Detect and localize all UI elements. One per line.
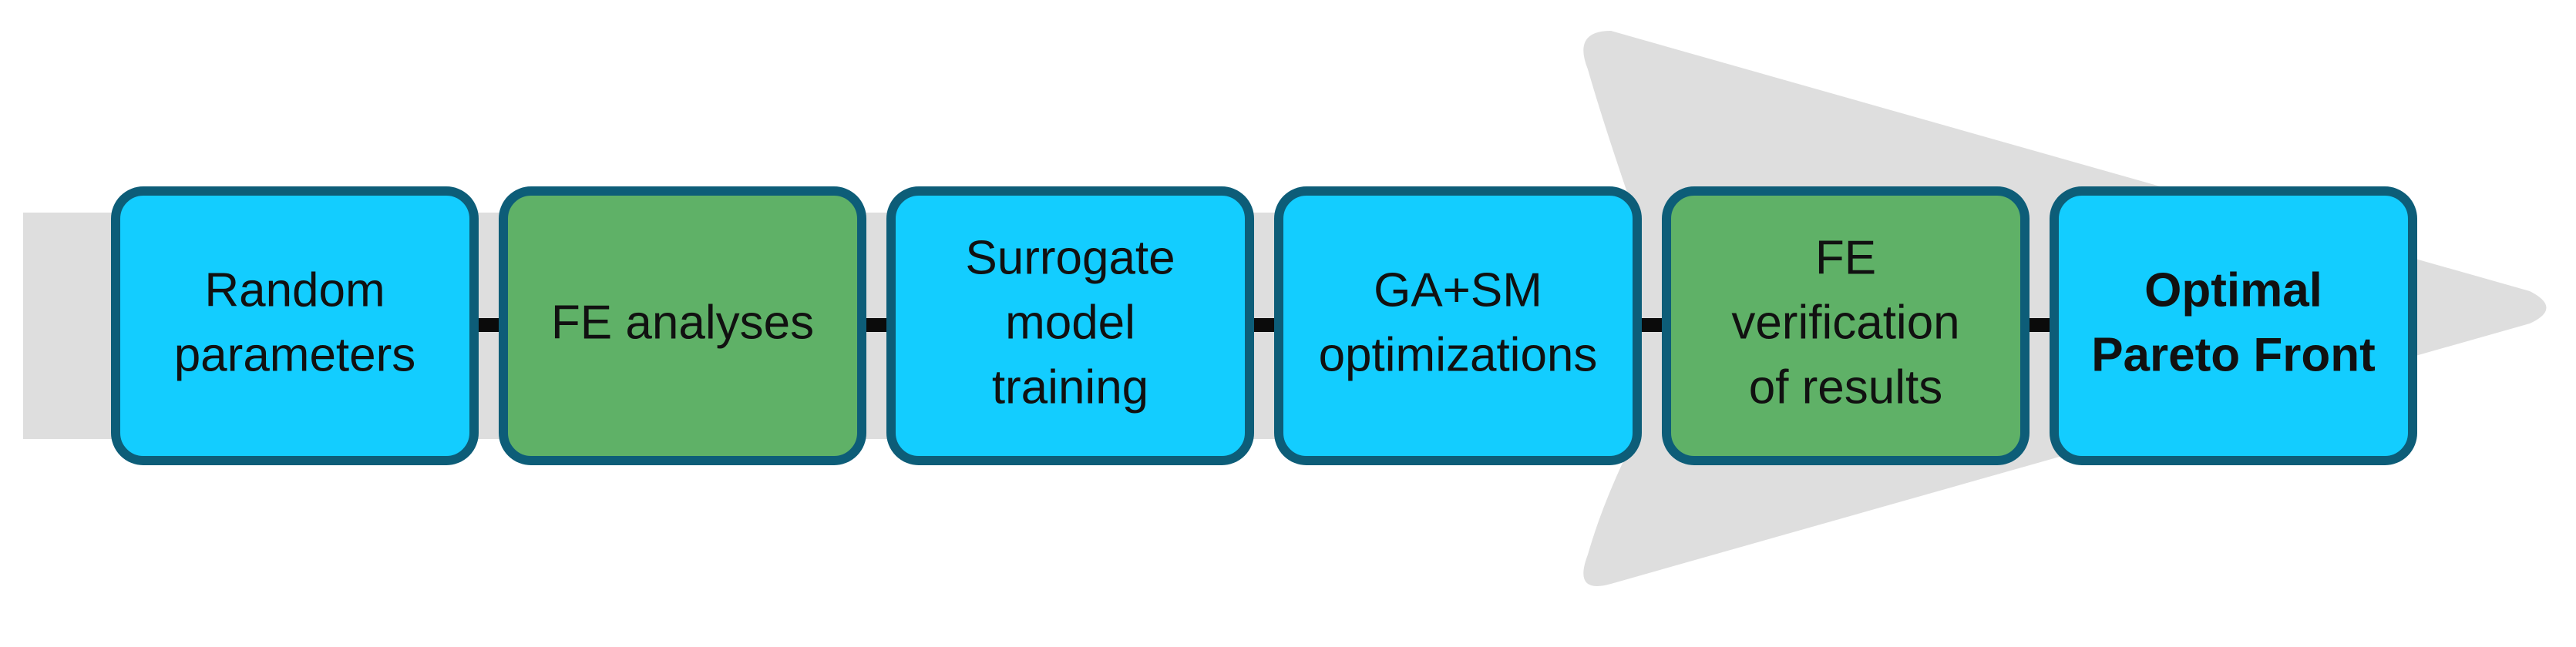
- process-step-3: Surrogate model training: [886, 186, 1254, 465]
- step-label-line: training: [992, 360, 1148, 414]
- step-box: [1662, 186, 2030, 465]
- step-label-line: GA+SM: [1374, 263, 1542, 317]
- step-label-line: Surrogate: [965, 231, 1175, 284]
- step-box: [886, 186, 1254, 465]
- process-steps: Random parameters FE analyses Surrogate mode…: [111, 186, 2417, 465]
- step-label-line: model: [1005, 296, 1135, 349]
- process-step-1: Random parameters: [111, 186, 479, 465]
- process-step-4: GA+SM optimizations: [1274, 186, 1642, 465]
- step-label-line: FE: [1815, 231, 1876, 284]
- step-label-line: FE analyses: [551, 296, 814, 349]
- step-label-line: of results: [1749, 360, 1943, 414]
- step-box: [499, 186, 866, 465]
- process-step-5: FE verification of results: [1662, 186, 2030, 465]
- step-label-line: optimizations: [1319, 328, 1598, 381]
- step-box: [111, 186, 479, 465]
- step-box: [2050, 186, 2417, 465]
- step-label-line: Random: [204, 263, 385, 317]
- step-box: [1274, 186, 1642, 465]
- step-label-line: verification: [1731, 296, 1959, 349]
- step-label-line: parameters: [174, 328, 416, 381]
- process-step-2: FE analyses: [499, 186, 866, 465]
- step-label-line: Optimal: [2144, 263, 2322, 317]
- step-label-line: Pareto Front: [2091, 328, 2376, 381]
